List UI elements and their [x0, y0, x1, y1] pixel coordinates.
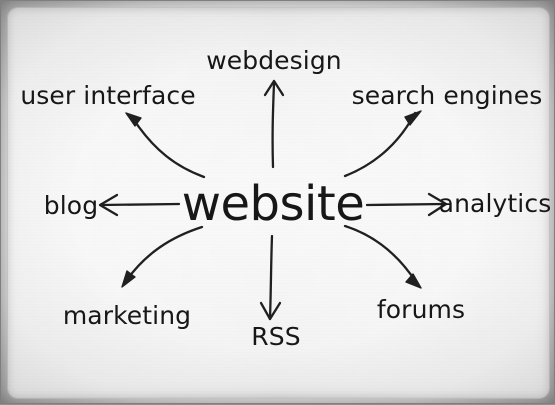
arrow-rss: [268, 234, 274, 321]
arrowhead-marketing: [121, 270, 136, 288]
arrow-forums: [343, 224, 418, 284]
arrowhead-user-interface: [125, 112, 142, 127]
label-blog: blog: [44, 191, 98, 220]
arrow-search-engines: [343, 111, 417, 178]
arrow-blog: [99, 202, 181, 207]
center-label-website: website: [182, 176, 364, 232]
label-marketing: marketing: [63, 301, 191, 330]
label-forums: forums: [377, 295, 465, 324]
arrowhead-analytics: [427, 192, 448, 217]
connector-lines: [99, 81, 446, 321]
arrowhead-search-engines: [404, 110, 422, 126]
arrowhead-webdesign: [263, 79, 285, 97]
arrowhead-blog: [98, 193, 119, 217]
arrowhead-forums: [405, 273, 422, 289]
paper-background: [8, 8, 549, 398]
label-rss: RSS: [251, 322, 300, 351]
label-search-engines: search engines: [352, 81, 543, 110]
arrowhead-rss: [259, 301, 282, 321]
label-webdesign: webdesign: [206, 46, 342, 75]
arrow-user-interface: [130, 115, 206, 179]
arrow-analytics: [365, 202, 446, 207]
arrow-marketing: [124, 225, 204, 283]
arrow-webdesign: [271, 81, 276, 169]
label-user-interface: user interface: [20, 81, 195, 110]
label-analytics: analytics: [439, 189, 552, 218]
arrowheads: [98, 79, 448, 321]
